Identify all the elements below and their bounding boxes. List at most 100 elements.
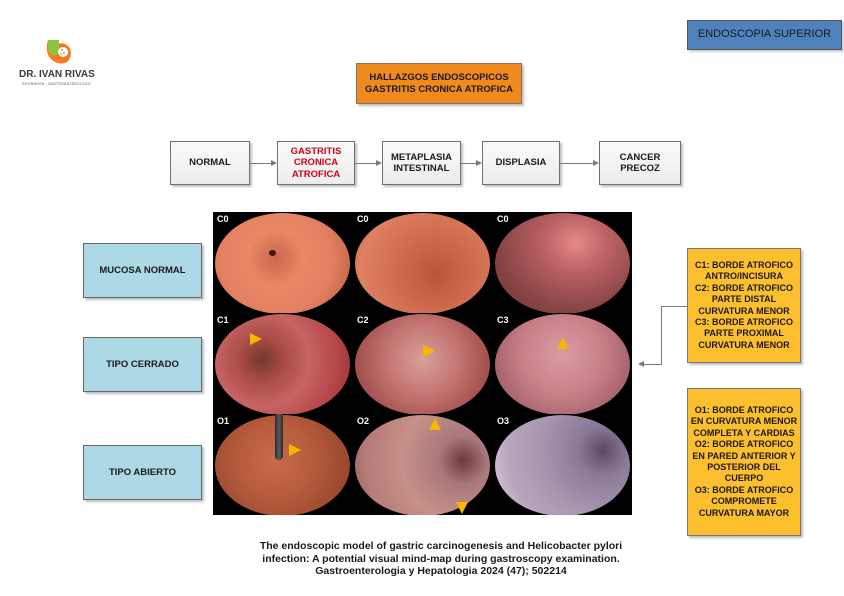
title-line-1: HALLAZGOS ENDOSCOPICOS: [369, 72, 509, 83]
step-displasia: DISPLASIA: [482, 141, 560, 185]
category-label: TIPO CERRADO: [106, 358, 179, 370]
reference-line: infection: A potential visual mind-map d…: [262, 552, 620, 565]
step-gastritis-line-3: ATROFICA: [291, 168, 341, 180]
image-label: O2: [357, 416, 370, 426]
category-tipo-abierto: TIPO ABIERTO: [83, 445, 202, 500]
endoscopic-view: [355, 314, 490, 414]
step-cancer: CANCER PRECOZ: [599, 141, 681, 185]
endoscopic-view: [355, 213, 490, 313]
step-displasia-label: DISPLASIA: [495, 157, 547, 169]
arrow-head-icon: [271, 160, 277, 166]
endoscopy-image-o3: O3: [493, 414, 632, 515]
image-label: O1: [217, 416, 230, 426]
arrow-head-icon: [593, 160, 599, 166]
endoscopy-image-c0-b: C0: [353, 212, 492, 313]
image-label: C0: [357, 214, 369, 224]
note-line: CURVATURA MENOR: [698, 339, 790, 350]
arrow-head-icon: [376, 160, 382, 166]
title-line-2: GASTRITIS CRONICA ATROFICA: [365, 83, 513, 95]
image-label: O3: [497, 416, 510, 426]
note-line: C1: BORDE ATROFICO: [695, 259, 793, 270]
atrophic-border-marker-icon: [423, 345, 435, 357]
image-label: C3: [497, 315, 509, 325]
endoscopy-image-c0-a: C0: [213, 212, 352, 313]
arrow-connector: [461, 163, 477, 164]
note-line: EN PARED ANTERIOR Y: [692, 450, 796, 461]
note-line: PARTE PROXIMAL: [704, 328, 784, 339]
category-label: MUCOSA NORMAL: [99, 264, 186, 276]
step-gastritis-line-1: GASTRITIS: [290, 145, 342, 157]
image-label: C0: [497, 214, 509, 224]
endoscopy-image-c2: C2: [353, 313, 492, 414]
atrophic-border-marker-icon: [289, 444, 301, 456]
atrophic-border-marker-icon: [429, 418, 441, 430]
reference-line: The endoscopic model of gastric carcinog…: [259, 540, 623, 552]
category-mucosa-normal: MUCOSA NORMAL: [83, 243, 202, 298]
category-tipo-cerrado: TIPO CERRADO: [83, 337, 202, 392]
arrow-head-left-icon: [638, 361, 644, 367]
note-line: CUERPO: [724, 473, 764, 484]
logo-name: DR. IVAN RIVAS: [19, 69, 95, 80]
pylorus-spot: [269, 250, 276, 256]
arrow-connector: [250, 163, 272, 164]
image-label: C1: [217, 315, 229, 325]
connector-horizontal-top: [661, 306, 687, 307]
endoscope-tube: [275, 414, 283, 460]
note-line: O3: BORDE ATROFICO: [694, 484, 794, 495]
connector-horizontal-bottom: [644, 364, 662, 365]
endoscopic-view: [215, 314, 350, 414]
image-label: C0: [217, 214, 229, 224]
note-line: POSTERIOR DEL: [707, 462, 781, 472]
endoscopic-view: [495, 213, 630, 313]
note-line: O2: BORDE ATROFICO: [694, 439, 794, 450]
connector-vertical: [661, 306, 662, 365]
endoscopy-image-c0-c: C0: [493, 212, 632, 313]
note-line: EN CURVATURA MENOR: [690, 416, 798, 427]
note-line: ANTRO/INCISURA: [705, 271, 783, 282]
note-line: CURVATURA MENOR: [698, 305, 790, 316]
atrophic-border-marker-icon: [250, 333, 262, 345]
endoscopy-image-c1: C1: [213, 313, 352, 414]
endoscopic-view: [215, 213, 350, 313]
note-line: C2: BORDE ATROFICO: [695, 282, 793, 293]
step-normal-label: NORMAL: [189, 157, 231, 169]
step-gastritis-line-2: CRONICA: [293, 157, 339, 169]
note-line: COMPROMETE: [711, 496, 777, 507]
endoscopy-image-o2: O2: [353, 414, 492, 515]
step-gastritis: GASTRITIS CRONICA ATROFICA: [277, 141, 355, 185]
reference-citation: The endoscopic model of gastric carcinog…: [226, 540, 656, 578]
endoscopic-view: [495, 415, 630, 515]
note-line: O1: BORDE ATROFICO: [694, 404, 794, 415]
step-metaplasia: METAPLASIA INTESTINAL: [382, 141, 461, 185]
endoscopic-view: [495, 314, 630, 414]
atrophic-border-marker-icon: [557, 337, 569, 349]
image-label: C2: [357, 315, 369, 325]
logo: DR. IVAN RIVAS INTERNISTA - GASTROENTERO…: [14, 34, 104, 89]
step-metaplasia-line-2: INTESTINAL: [393, 163, 450, 174]
title-box: HALLAZGOS ENDOSCOPICOS GASTRITIS CRONICA…: [356, 63, 522, 104]
endoscopy-image-o1: O1: [213, 414, 352, 515]
step-cancer-line-1: CANCER: [619, 151, 661, 163]
stomach-logo-icon: [46, 40, 71, 64]
step-cancer-line-2: PRECOZ: [620, 163, 660, 174]
note-line: CURVATURA MAYOR: [698, 507, 790, 518]
closed-type-note: C1: BORDE ATROFICO ANTRO/INCISURA C2: BO…: [687, 248, 801, 363]
arrow-head-icon: [476, 160, 482, 166]
note-line: C3: BORDE ATROFICO: [695, 316, 793, 327]
arrow-connector: [355, 163, 377, 164]
endoscopy-image-grid: C0 C0 C0 C1 C2 C3 O1 O2 O3: [213, 212, 632, 515]
step-normal: NORMAL: [170, 141, 250, 185]
category-label: TIPO ABIERTO: [108, 466, 177, 478]
reference-line: Gastroenterologia y Hepatologia 2024 (47…: [315, 565, 567, 577]
endoscopy-image-c3: C3: [493, 313, 632, 414]
note-line: PARTE DISTAL: [711, 294, 777, 305]
atrophic-border-marker-icon: [456, 502, 468, 514]
step-metaplasia-line-1: METAPLASIA: [390, 151, 453, 163]
endoscopic-view: [355, 415, 490, 515]
section-badge: ENDOSCOPIA SUPERIOR: [687, 20, 842, 50]
open-type-note: O1: BORDE ATROFICO EN CURVATURA MENOR CO…: [687, 388, 801, 536]
arrow-connector: [560, 163, 594, 164]
section-badge-label: ENDOSCOPIA SUPERIOR: [697, 28, 832, 41]
note-line: COMPLETA Y CARDIAS: [693, 427, 795, 438]
logo-subtitle: INTERNISTA - GASTROENTEROLOGO: [22, 82, 91, 86]
